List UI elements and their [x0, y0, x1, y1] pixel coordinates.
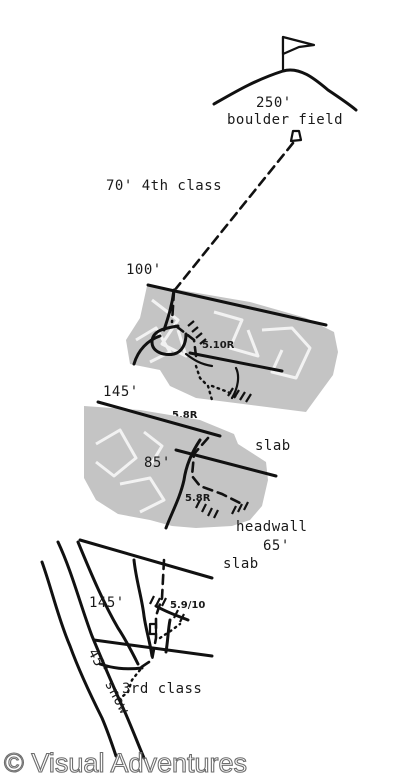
- lower-grade-label: 5.9/10: [170, 600, 205, 611]
- middle-headwall-hatching: [231, 501, 249, 515]
- upper-route-dashed: [170, 289, 198, 358]
- middle-ledge-top: [96, 400, 222, 438]
- snow-gully-right: [56, 540, 146, 760]
- middle-crack: [164, 438, 202, 530]
- lower-crack-right: [154, 604, 190, 654]
- summit-anchor-icon: [289, 129, 303, 143]
- lower-length-label: 145': [89, 595, 125, 611]
- middle-slab-label: slab: [255, 438, 291, 454]
- middle-route-dashed: [190, 436, 244, 506]
- summit-terrain-label: boulder field: [227, 112, 343, 128]
- lower-base-ledge: [92, 638, 214, 658]
- pitch-1-grade-label: 5.10R: [202, 340, 235, 351]
- pitch-2-length-label: 145': [103, 384, 139, 400]
- snow-gully-left: [40, 560, 118, 758]
- approach-route-dashed: [172, 141, 295, 293]
- summit-peak-outline: [212, 68, 358, 112]
- lower-slab-ledge: [78, 538, 214, 580]
- pitch-1-length-label: 100': [126, 262, 162, 278]
- upper-curve-feature: [150, 324, 188, 356]
- scramble-label: 3rd class: [122, 681, 202, 697]
- headwall-length-label: 65': [263, 538, 290, 554]
- headwall-label: headwall: [236, 519, 307, 535]
- lower-dotted-variation: [158, 622, 182, 640]
- upper-ledge-mid: [188, 351, 284, 373]
- pitch-2-hatching: [227, 387, 252, 403]
- scramble-dotted-route: [116, 668, 142, 702]
- lower-crux-hatching: [149, 595, 185, 623]
- lower-crack-left: [132, 558, 154, 658]
- middle-length-label: 85': [144, 455, 171, 471]
- summit-flag-icon: [281, 35, 316, 73]
- pitch-2-grade-label: 5.8R: [172, 410, 198, 421]
- belay-anchor-icon: [148, 622, 158, 636]
- middle-rock-band: [84, 406, 268, 528]
- middle-hatching: [195, 499, 219, 519]
- middle-grade-label: 5.8R: [185, 493, 211, 504]
- approach-label: 70' 4th class: [106, 178, 222, 194]
- summit-height-label: 250': [256, 95, 292, 111]
- upper-ledge-top: [146, 283, 328, 327]
- upper-crux-hatching: [187, 320, 207, 345]
- lower-slab-label: slab: [223, 556, 259, 572]
- lower-right-edge: [76, 540, 140, 666]
- copyright-watermark: © Visual Adventures: [4, 748, 247, 778]
- lower-scramble-ledge: [98, 662, 144, 671]
